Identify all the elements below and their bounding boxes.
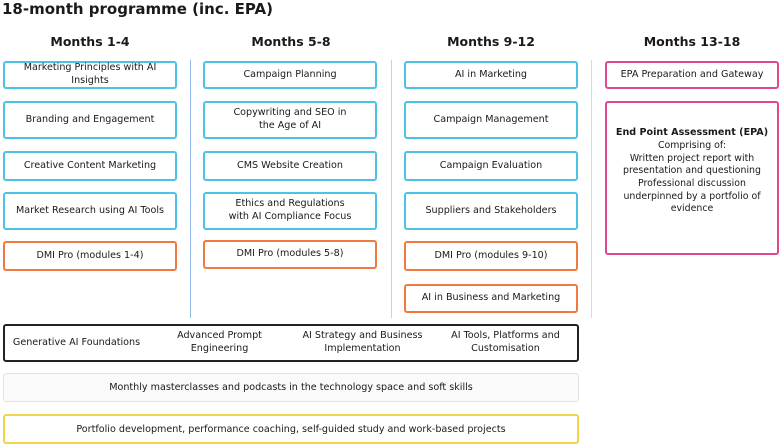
ai-themes-band: Generative AI Foundations Advanced Promp… <box>3 324 579 362</box>
epa-item: Professional discussion underpinned by a… <box>623 178 761 215</box>
epa-heading: End Point Assessment (EPA) <box>615 127 769 138</box>
epa-box: End Point Assessment (EPA) Comprising of… <box>605 101 779 255</box>
theme-item: AI Strategy and Business Implementation <box>302 330 423 354</box>
module-box: Market Research using AI Tools <box>3 192 177 230</box>
epa-gateway-box: EPA Preparation and Gateway <box>605 61 779 89</box>
column-heading-months-5-8: Months 5-8 <box>251 34 331 49</box>
module-box: Suppliers and Stakeholders <box>404 192 578 230</box>
portfolio-band: Portfolio development, performance coach… <box>3 414 579 444</box>
module-box: Campaign Planning <box>203 61 377 89</box>
programme-title: 18-month programme (inc. EPA) <box>2 0 273 18</box>
module-box: AI in Business and Marketing <box>404 284 578 313</box>
module-box: CMS Website Creation <box>203 151 377 181</box>
epa-subheading: Comprising of: <box>657 139 727 151</box>
theme-item: Advanced Prompt Engineering <box>177 330 262 354</box>
theme-item: AI Tools, Platforms and Customisation <box>451 330 560 354</box>
module-box: Campaign Evaluation <box>404 151 578 181</box>
divider-line <box>391 60 392 318</box>
divider-line <box>190 60 191 318</box>
module-box: Copywriting and SEO in the Age of AI <box>203 101 377 139</box>
module-box: Creative Content Marketing <box>3 151 177 181</box>
column-heading-months-9-12: Months 9-12 <box>447 34 535 49</box>
module-box: Campaign Management <box>404 101 578 139</box>
masterclasses-band: Monthly masterclasses and podcasts in th… <box>3 373 579 402</box>
module-box: Branding and Engagement <box>3 101 177 139</box>
module-box: Marketing Principles with AI Insights <box>3 61 177 89</box>
dmi-pro-box: DMI Pro (modules 5-8) <box>203 240 377 269</box>
divider-line <box>591 60 592 318</box>
epa-item: Written project report with presentation… <box>623 152 761 177</box>
dmi-pro-box: DMI Pro (modules 9-10) <box>404 241 578 271</box>
column-heading-months-13-18: Months 13-18 <box>643 34 741 49</box>
module-box: AI in Marketing <box>404 61 578 89</box>
module-box: Ethics and Regulations with AI Complianc… <box>203 192 377 230</box>
theme-item: Generative AI Foundations <box>12 336 141 348</box>
dmi-pro-box: DMI Pro (modules 1-4) <box>3 241 177 271</box>
column-heading-months-1-4: Months 1-4 <box>50 34 130 49</box>
